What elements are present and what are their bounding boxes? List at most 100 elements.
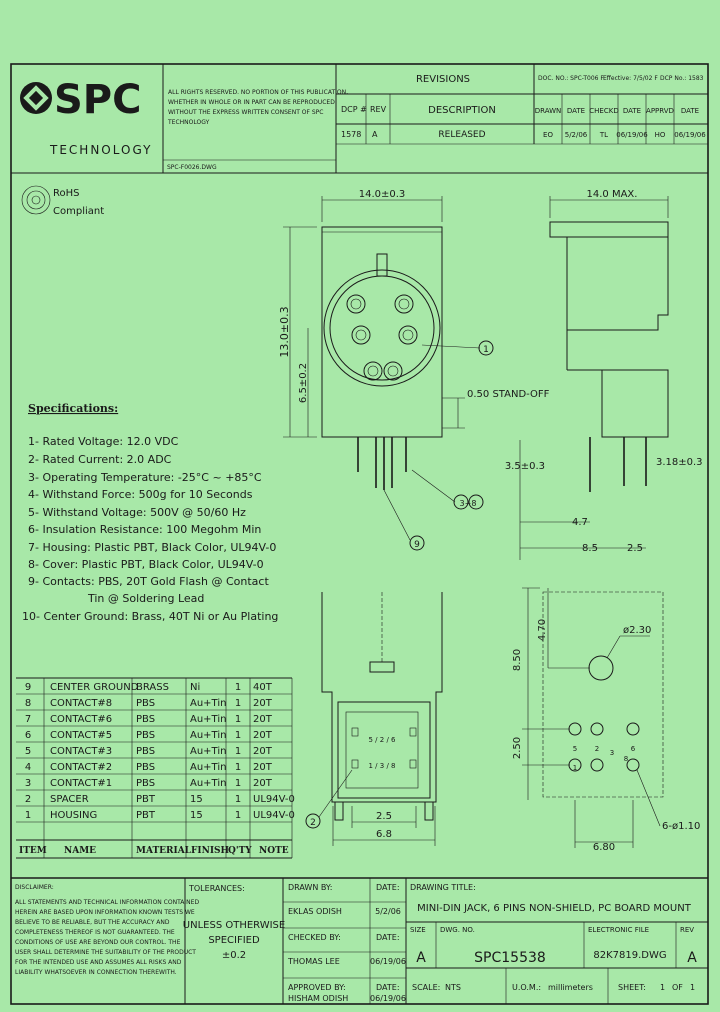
svg-text:4- Withstand Force: 500g for 1: 4- Withstand Force: 500g for 10 Seconds bbox=[28, 488, 253, 501]
bom-cell: 20T bbox=[253, 730, 273, 741]
bom-cell: 3 bbox=[25, 778, 31, 789]
svg-text:1: 1 bbox=[660, 983, 665, 992]
svg-text:5/2/06: 5/2/06 bbox=[565, 131, 588, 139]
bom-cell: 1 bbox=[235, 762, 241, 773]
svg-text:HO: HO bbox=[655, 131, 666, 139]
bom-cell: 1 bbox=[235, 730, 241, 741]
svg-text:MATERIAL: MATERIAL bbox=[136, 846, 192, 856]
svg-text:DATE: DATE bbox=[567, 107, 585, 115]
bom-cell: CONTACT#5 bbox=[50, 730, 112, 741]
svg-text:DATE:: DATE: bbox=[376, 933, 400, 942]
svg-text:6.8: 6.8 bbox=[376, 829, 392, 840]
svg-text:3~8: 3~8 bbox=[460, 499, 477, 508]
svg-text:ø2.30: ø2.30 bbox=[623, 625, 651, 636]
svg-text:Effective: 7/5/02 F: Effective: 7/5/02 F bbox=[603, 75, 658, 82]
svg-text:REV: REV bbox=[370, 105, 387, 114]
svg-text:USER SHALL DETERMINE THE SUITA: USER SHALL DETERMINE THE SUITABILITY OF … bbox=[15, 949, 196, 956]
bom-cell: PBT bbox=[136, 794, 156, 805]
bom-cell: Au+Tin bbox=[190, 762, 226, 773]
bom-cell: 2 bbox=[25, 794, 31, 805]
svg-text:APPROVED BY:: APPROVED BY: bbox=[288, 983, 346, 992]
svg-text:HEREIN ARE BASED UPON INFORMAT: HEREIN ARE BASED UPON INFORMATION KNOWN … bbox=[15, 909, 195, 916]
svg-text:8.5: 8.5 bbox=[582, 543, 598, 554]
svg-text:MINI-DIN JACK, 6 PINS NON-SHIE: MINI-DIN JACK, 6 PINS NON-SHIELD, PC BOA… bbox=[417, 903, 692, 914]
bom-cell: 20T bbox=[253, 746, 273, 757]
svg-text:±0.2: ±0.2 bbox=[222, 950, 246, 961]
bom-cell: PBS bbox=[136, 778, 155, 789]
bom-cell: UL94V-0 bbox=[253, 810, 295, 821]
svg-text:SPECIFIED: SPECIFIED bbox=[208, 935, 260, 946]
disclaimer: DISCLAIMER: ALL STATEMENTS AND TECHNICAL… bbox=[15, 884, 199, 976]
svg-text:10- Center Ground: Brass, 40T: 10- Center Ground: Brass, 40T Ni or Au P… bbox=[22, 610, 278, 623]
svg-text:LIABILITY WHATSOEVER IN CONNEC: LIABILITY WHATSOEVER IN CONNECTION THERE… bbox=[15, 969, 177, 976]
bom-cell: CONTACT#2 bbox=[50, 762, 112, 773]
svg-text:A: A bbox=[416, 950, 426, 966]
svg-text:TOLERANCES:: TOLERANCES: bbox=[188, 884, 245, 893]
svg-text:FOR THE INTENDED USE AND ASSUM: FOR THE INTENDED USE AND ASSUMES ALL RIS… bbox=[15, 959, 182, 966]
svg-text:6.80: 6.80 bbox=[593, 842, 615, 853]
bom-cell: Au+Tin bbox=[190, 746, 226, 757]
rohs-badge: RoHS Compliant bbox=[21, 185, 104, 217]
svg-text:14.0±0.3: 14.0±0.3 bbox=[359, 189, 406, 200]
bom-cell: SPACER bbox=[50, 794, 89, 805]
svg-text:EKLAS ODISH: EKLAS ODISH bbox=[288, 907, 342, 916]
svg-text:SIZE: SIZE bbox=[410, 926, 426, 934]
tolerances: TOLERANCES: UNLESS OTHERWISE SPECIFIED ±… bbox=[183, 884, 285, 961]
bom-cell: PBT bbox=[136, 810, 156, 821]
svg-text:5: 5 bbox=[573, 745, 577, 753]
front-view: 14.0±0.3 13.0±0.3 6.5±0.2 0.50 STAND-OFF bbox=[278, 189, 550, 541]
svg-text:OF: OF bbox=[672, 983, 683, 992]
bom-cell: 4 bbox=[25, 762, 31, 773]
svg-text:BELIEVE TO BE RELIABLE, BUT TH: BELIEVE TO BE RELIABLE, BUT THE ACCURACY… bbox=[15, 919, 170, 926]
svg-text:A: A bbox=[687, 950, 697, 966]
svg-text:DATE:: DATE: bbox=[376, 983, 400, 992]
bom-cell: UL94V-0 bbox=[253, 794, 295, 805]
bom-table bbox=[16, 677, 293, 859]
svg-text:NTS: NTS bbox=[445, 983, 461, 992]
logo-sub: TECHNOLOGY bbox=[49, 143, 152, 157]
svg-text:EO: EO bbox=[543, 131, 553, 139]
bom-cell: PBS bbox=[136, 746, 155, 757]
svg-text:Q'TY: Q'TY bbox=[228, 846, 252, 856]
revisions-title: REVISIONS bbox=[416, 74, 470, 85]
bom-cell: 1 bbox=[25, 810, 31, 821]
specifications: Specifications: 1- Rated Voltage: 12.0 V… bbox=[22, 402, 278, 623]
svg-text:DCP #: DCP # bbox=[341, 105, 367, 114]
svg-text:REV: REV bbox=[680, 926, 694, 934]
bom-header: ITEM NAME MATERIAL FINISH Q'TY NOTE bbox=[19, 846, 289, 856]
svg-text:DATE: DATE bbox=[623, 107, 641, 115]
svg-text:NAME: NAME bbox=[64, 846, 96, 856]
callout-1: 1 bbox=[478, 340, 494, 356]
bom-cell: Au+Tin bbox=[190, 778, 226, 789]
svg-text:HISHAM ODISH: HISHAM ODISH bbox=[288, 994, 348, 1003]
bottom-view: 5 / 2 / 6 1 / 3 / 8 2.5 6.8 bbox=[321, 592, 443, 846]
bom-cell: Au+Tin bbox=[190, 714, 226, 725]
svg-text:1- Rated Voltage: 12.0 VDC: 1- Rated Voltage: 12.0 VDC bbox=[28, 435, 179, 448]
bom-cell: 15 bbox=[190, 810, 203, 821]
svg-text:4.70: 4.70 bbox=[537, 619, 548, 641]
svg-text:ELECTRONIC FILE: ELECTRONIC FILE bbox=[588, 926, 649, 934]
svg-text:THOMAS LEE: THOMAS LEE bbox=[287, 957, 340, 966]
svg-text:06/19/06: 06/19/06 bbox=[674, 131, 706, 139]
svg-text:SHEET:: SHEET: bbox=[618, 983, 646, 992]
svg-text:6: 6 bbox=[631, 745, 636, 753]
svg-text:Tin @ Soldering Lead: Tin @ Soldering Lead bbox=[87, 592, 204, 605]
svg-text:1 / 3 / 8: 1 / 3 / 8 bbox=[368, 762, 395, 770]
svg-text:13.0±0.3: 13.0±0.3 bbox=[278, 306, 291, 357]
svg-text:COMPLETENESS THEREOF IS NOT GU: COMPLETENESS THEREOF IS NOT GUARANTEED. … bbox=[15, 929, 175, 936]
svg-text:millimeters: millimeters bbox=[548, 983, 593, 992]
bom-cell: PBS bbox=[136, 762, 155, 773]
svg-text:WHETHER IN WHOLE OR IN PART CA: WHETHER IN WHOLE OR IN PART CAN BE REPRO… bbox=[168, 99, 335, 106]
svg-text:2: 2 bbox=[310, 818, 316, 828]
svg-text:FINISH: FINISH bbox=[191, 846, 230, 856]
bom-cell: CONTACT#3 bbox=[50, 746, 112, 757]
svg-text:DRAWN: DRAWN bbox=[535, 107, 562, 115]
bom-cell: 20T bbox=[253, 698, 273, 709]
sheet-border bbox=[10, 63, 709, 1005]
bom-cell: PBS bbox=[136, 730, 155, 741]
svg-text:DISCLAIMER:: DISCLAIMER: bbox=[15, 884, 54, 891]
